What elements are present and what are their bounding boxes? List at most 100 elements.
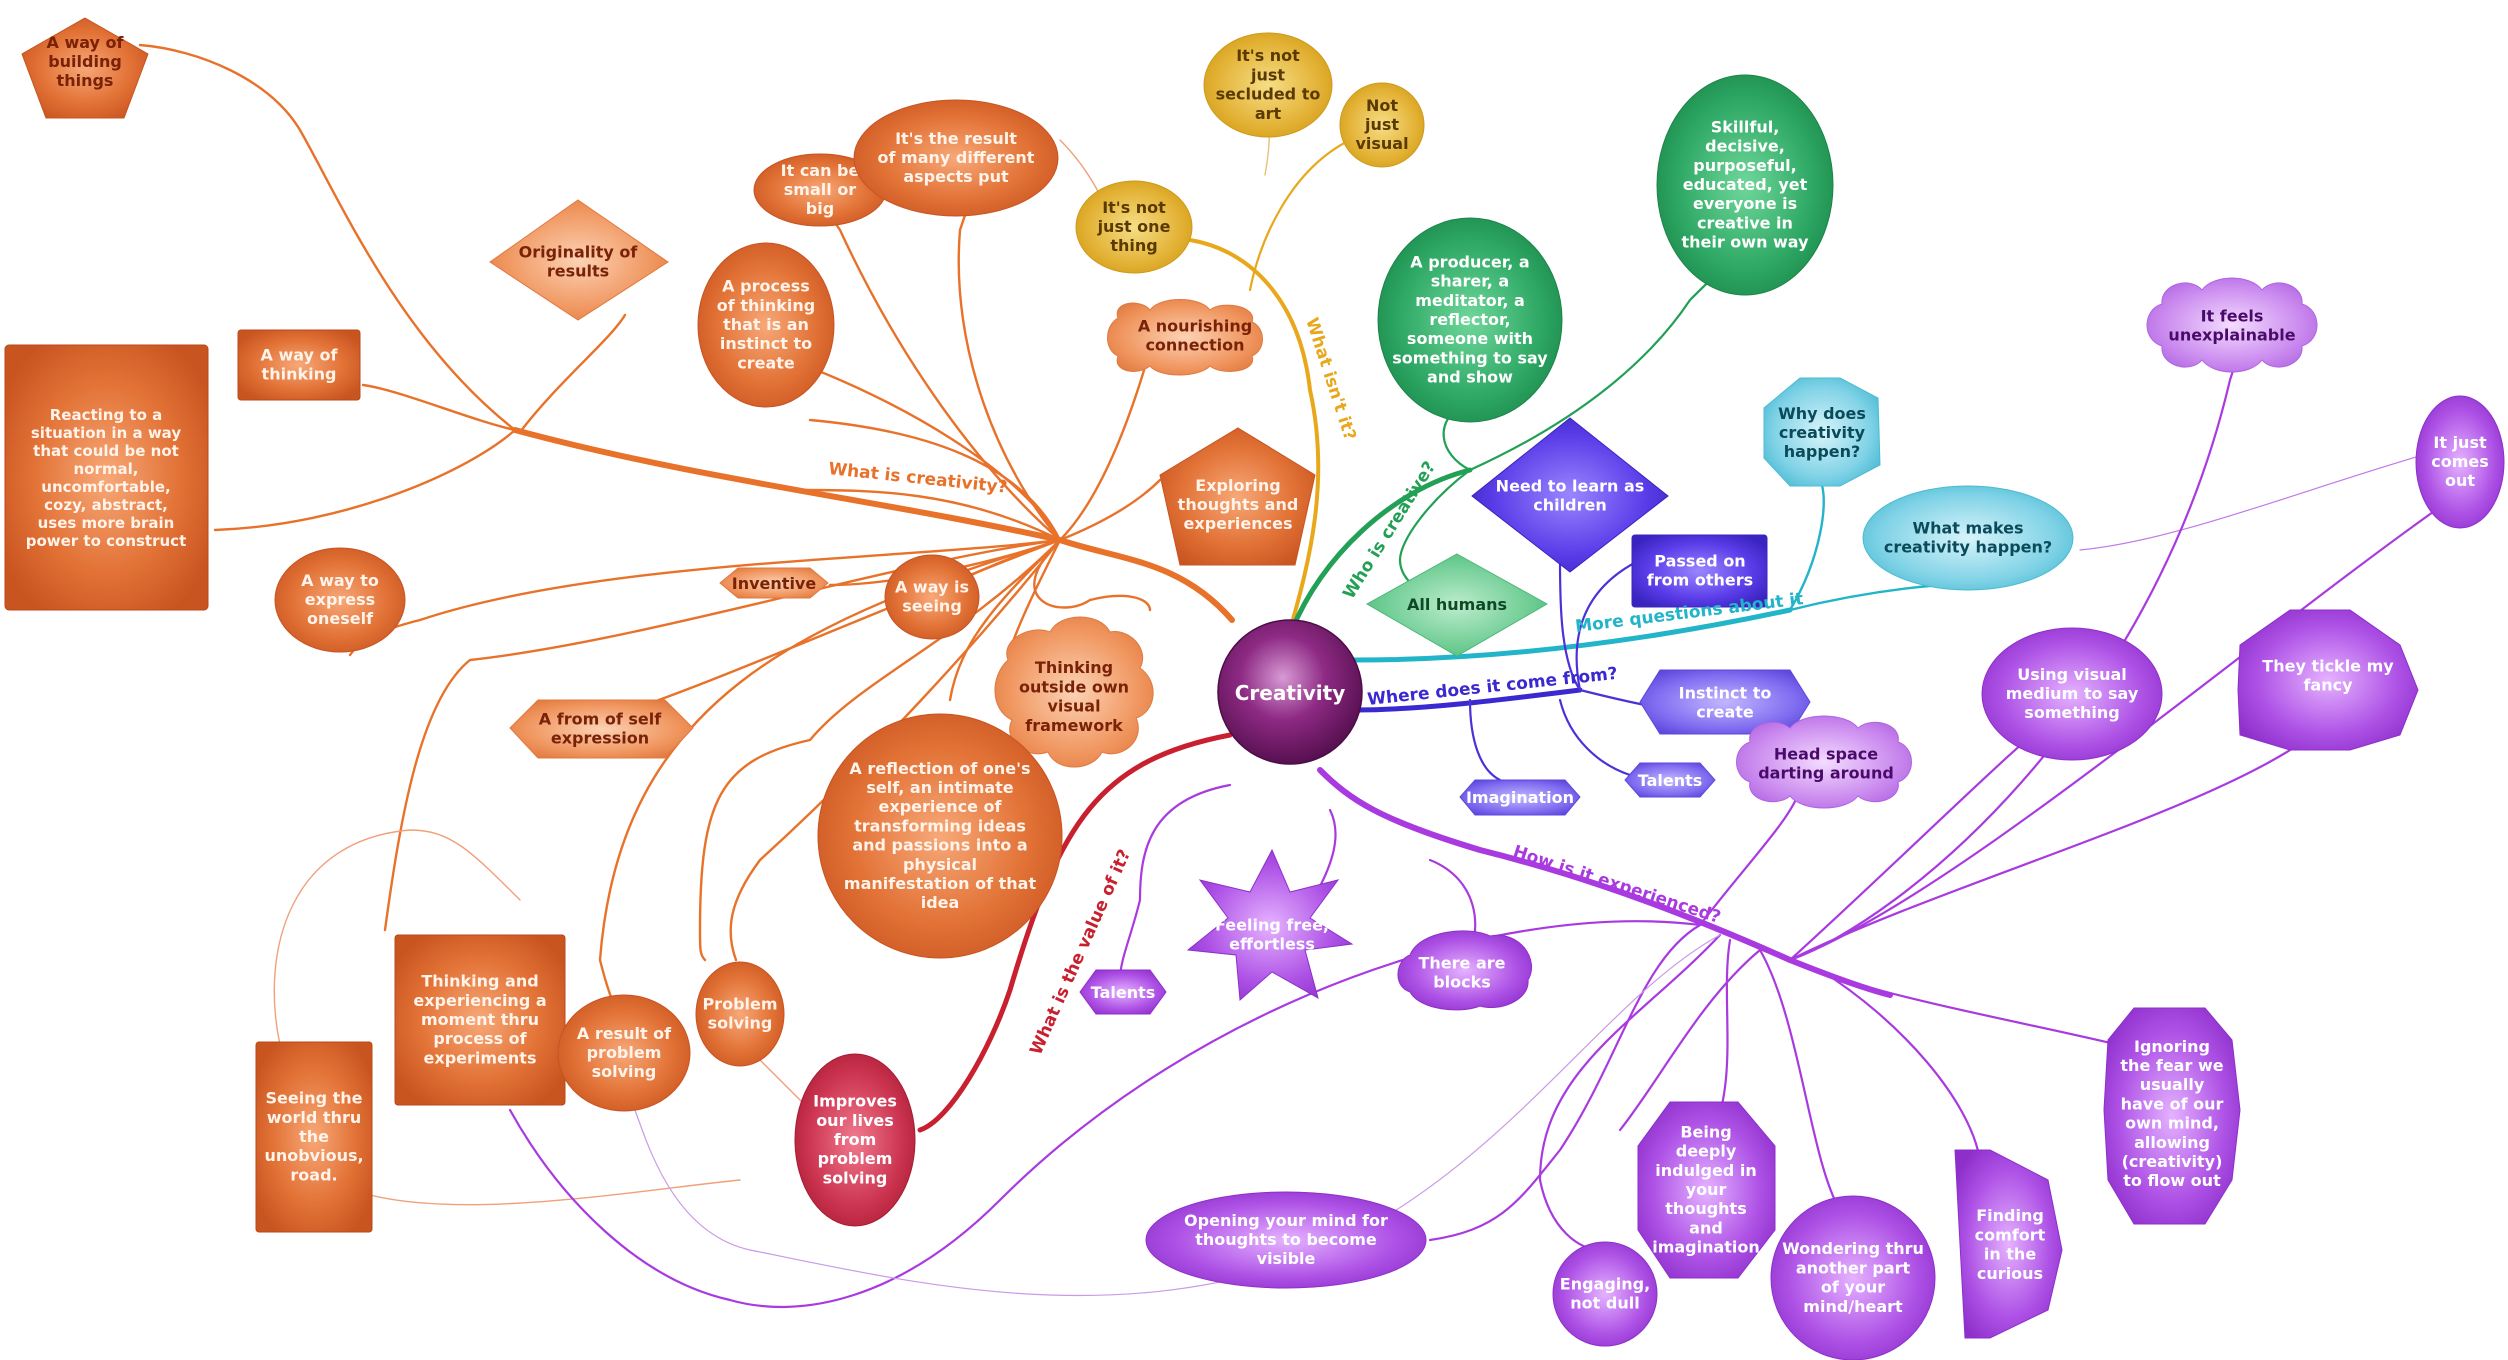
connector: [788, 358, 1062, 542]
node-imagination[interactable]: Imagination: [1459, 779, 1581, 816]
node-inventive[interactable]: Inventive: [719, 567, 829, 599]
branch-line-value: [917, 732, 1233, 1133]
node-talents-where[interactable]: Talents: [1624, 762, 1716, 798]
connector: [2079, 449, 2441, 551]
node-label: Talents: [1638, 771, 1703, 790]
connector: [1058, 478, 1162, 542]
connector: [1538, 933, 1722, 1252]
connector: [1698, 788, 1802, 927]
connector: [1248, 138, 1352, 292]
branch-line-more: [1352, 607, 1793, 663]
connector: [1468, 698, 1502, 782]
branch-label-how: How is it experienced?: [1510, 842, 1723, 928]
node-engaging[interactable]: Engaging,not dull: [1552, 1241, 1658, 1347]
connector: [1788, 583, 1942, 612]
connector: [138, 43, 517, 432]
branch-line-how: [1317, 767, 1893, 998]
node-all-humans[interactable]: All humans: [1365, 553, 1549, 657]
node-label: All humans: [1407, 595, 1507, 614]
node-talents-how[interactable]: Talents: [1079, 969, 1167, 1015]
center-label: Creativity: [1235, 681, 1346, 705]
branch-line-what: [512, 427, 1235, 623]
connector: [518, 313, 627, 434]
connector: [1758, 948, 1842, 1212]
connector: [361, 383, 517, 432]
connector: [1033, 538, 1152, 612]
branch-line-where: [1352, 687, 1583, 713]
connector: [808, 418, 1062, 542]
connector: [1788, 718, 2332, 962]
node-feeling-free[interactable]: Feeling free,effortless: [1186, 848, 1354, 1002]
connector: [273, 829, 521, 1046]
node-label: Engaging,not dull: [1560, 1274, 1650, 1312]
connector: [1428, 923, 1702, 1242]
branch-label-where: Where does it come from?: [1366, 664, 1618, 710]
node-skillful[interactable]: Skillful,decisive,purposeful,educated, y…: [1656, 74, 1834, 296]
center-node[interactable]: Creativity: [1217, 619, 1363, 765]
